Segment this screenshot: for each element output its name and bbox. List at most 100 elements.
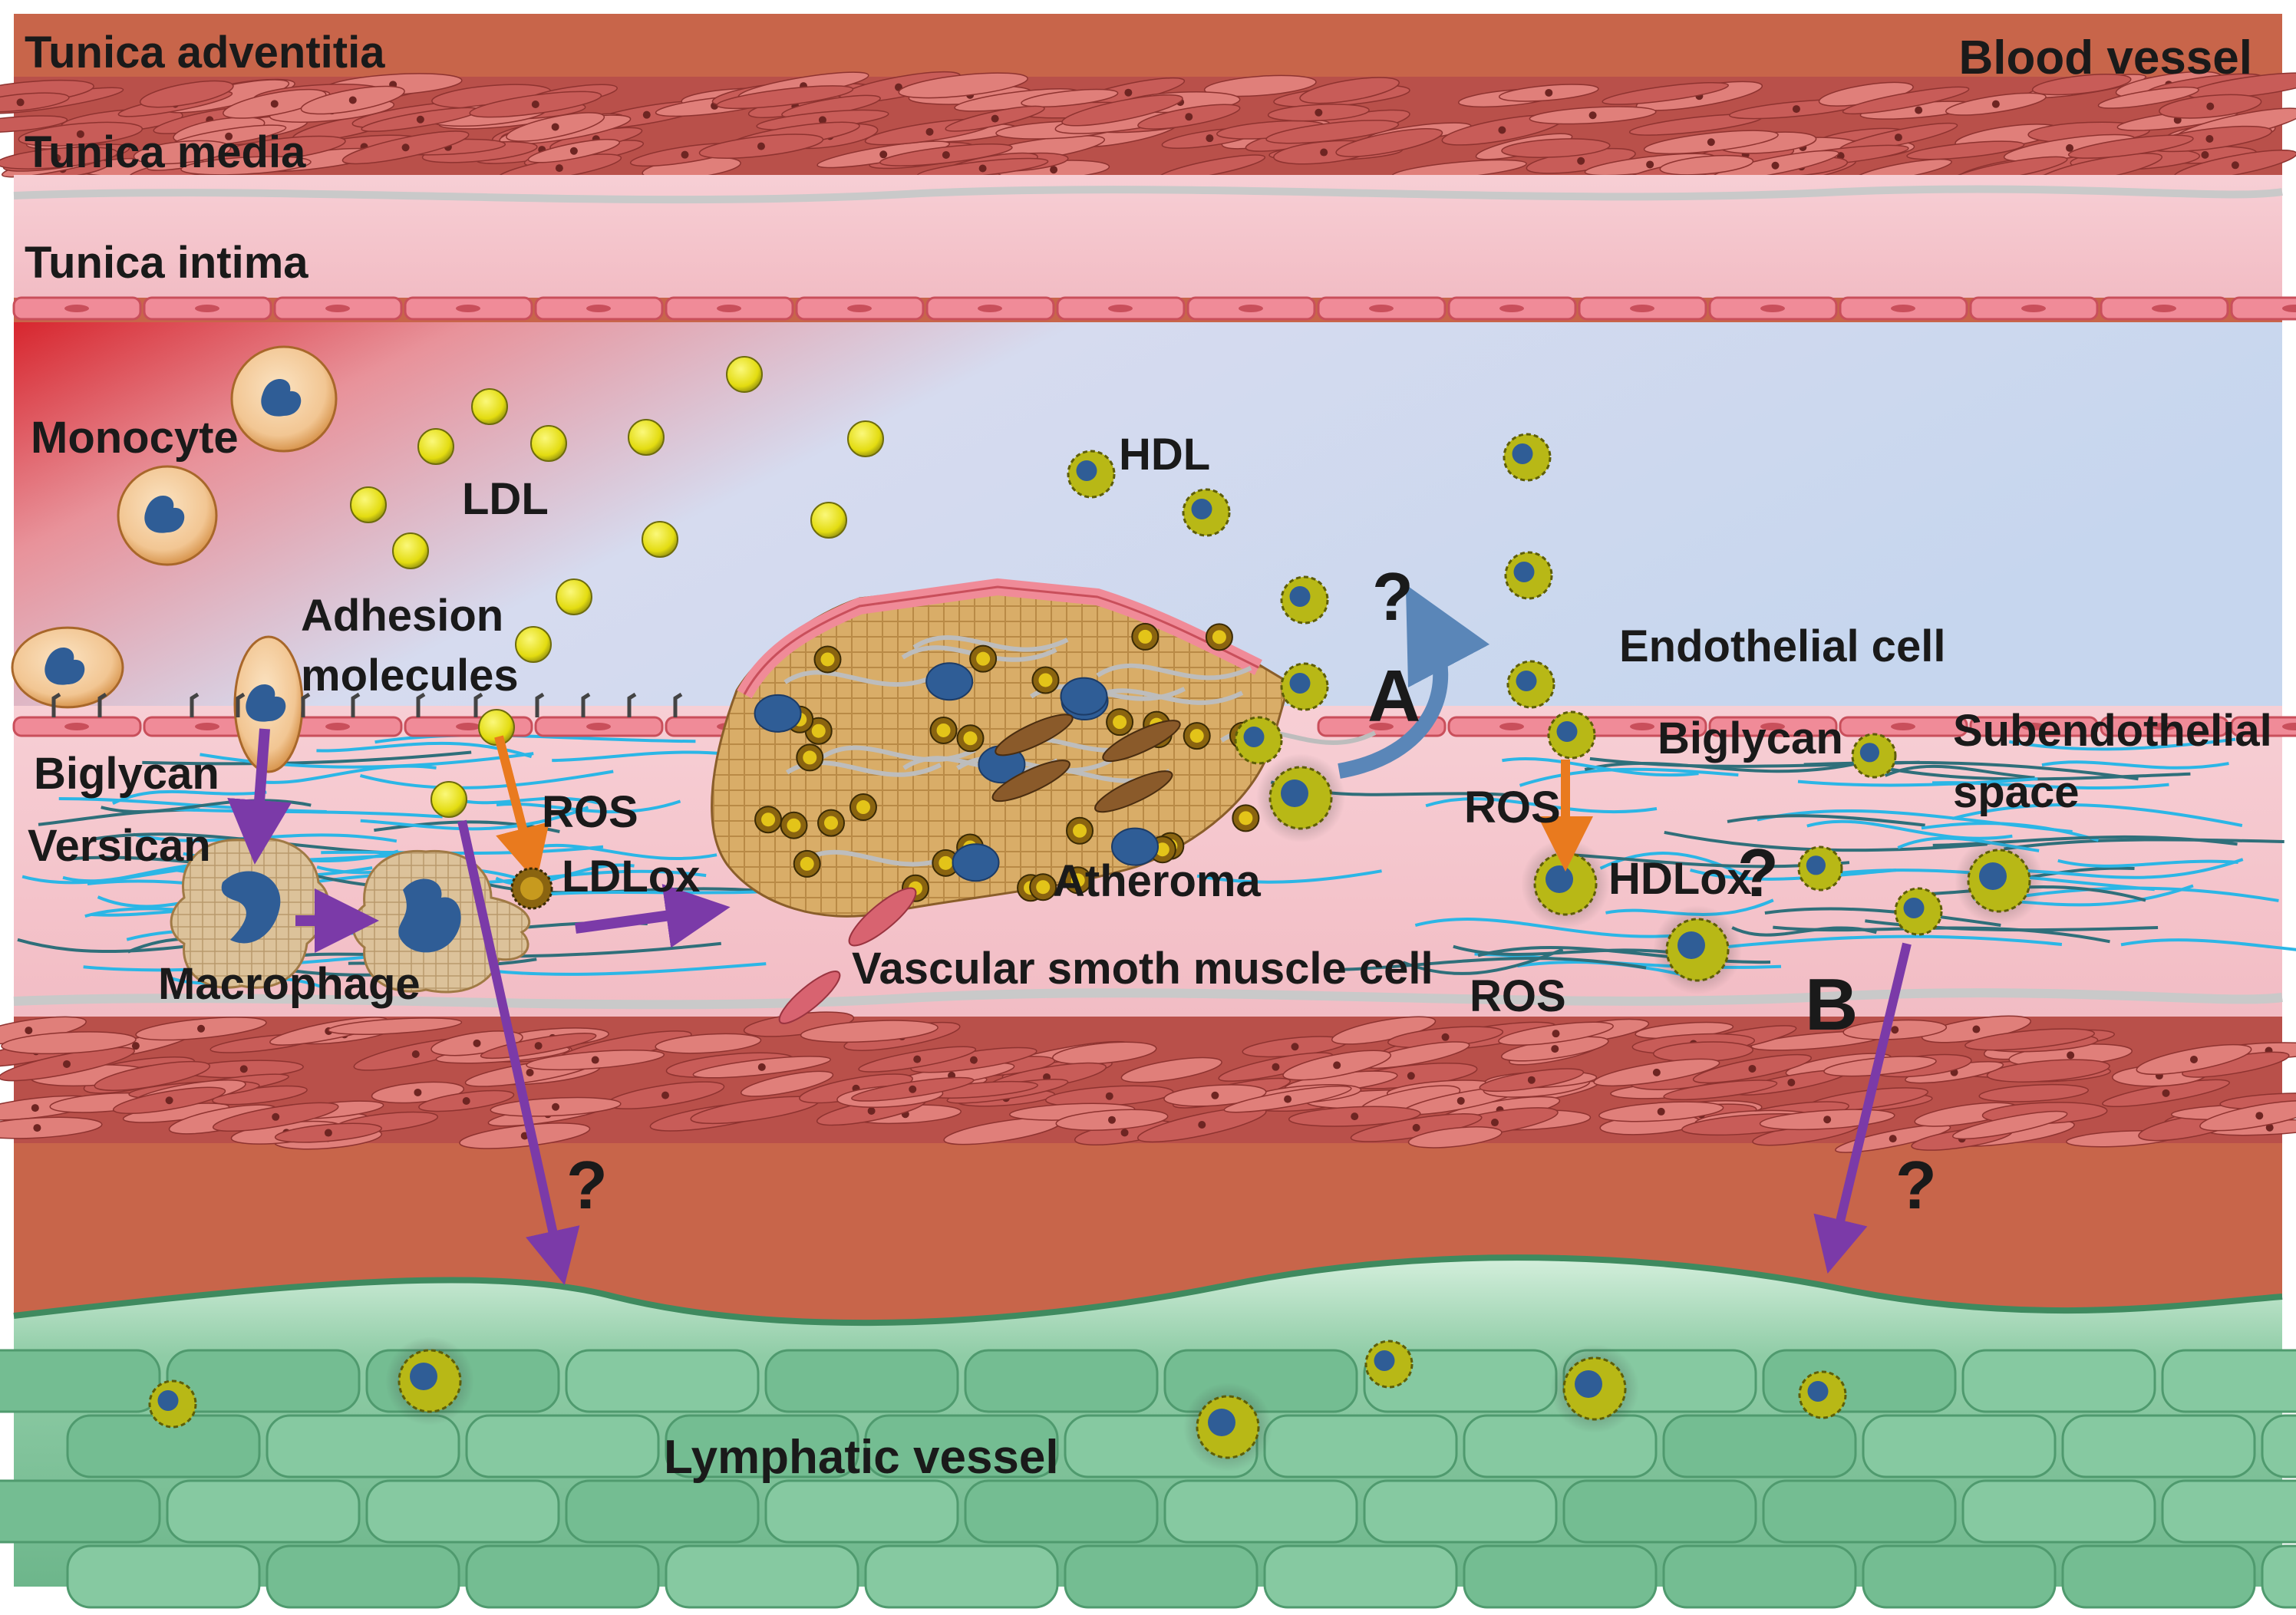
media-muscle-cell (1061, 94, 1183, 127)
media-cell-nucleus (53, 153, 61, 162)
hdl-core (1556, 721, 1578, 742)
media-cell-nucleus (25, 1027, 33, 1035)
label-subendothelial-line2: space (1953, 767, 2079, 817)
plaque-macrophage-nucleus (754, 694, 802, 733)
endothelial-nucleus (325, 305, 350, 312)
endothelial-nucleus (325, 723, 350, 730)
matrix-fiber (2057, 859, 2238, 868)
media-cell-nucleus (348, 96, 357, 104)
matrix-fiber (142, 750, 472, 766)
media-cell-nucleus (1108, 1116, 1117, 1124)
media-muscle-cell (1501, 138, 1611, 158)
lymphatic-cell (2061, 1414, 2256, 1478)
endothelial-nucleus (1108, 305, 1133, 312)
plaque-foam-core (800, 856, 814, 871)
lymphatic-cell (1862, 1544, 2057, 1609)
arrow-hdl-to-lymph (1813, 942, 1912, 1274)
label-vsmc: Vascular smoth muscle cell (852, 944, 1433, 994)
media-cell-nucleus (978, 164, 987, 173)
ldl-particle (810, 502, 847, 539)
media-cell-nucleus (1490, 1119, 1499, 1127)
macrophage-2 (351, 849, 530, 994)
plaque-foam-core (803, 750, 817, 765)
arrows (227, 584, 1912, 1286)
label-monocyte: Monocyte (31, 413, 239, 463)
adhesion-molecule (301, 692, 311, 717)
adhesion-molecule (97, 692, 107, 717)
media-cell-nucleus (1351, 1112, 1359, 1121)
media-cell-nucleus (1792, 105, 1800, 114)
lymphatic-cell (266, 1414, 460, 1478)
endothelial-nucleus (1369, 305, 1394, 312)
lymphatic-cell (465, 1414, 660, 1478)
matrix-fiber (527, 843, 718, 861)
media-cell-nucleus (131, 1042, 140, 1050)
matrix-fiber (1806, 819, 2013, 840)
label-adhesion-line2: molecules (301, 651, 519, 700)
media-cell-nucleus (1105, 1092, 1113, 1100)
plaque-foam-core (936, 723, 951, 737)
endothelial-nucleus (1499, 723, 1524, 730)
label-endothelial-cell: Endothelial cell (1619, 621, 1945, 671)
lymphatic-cell (2161, 1349, 2296, 1413)
ldl-particle (628, 419, 665, 456)
matrix-fiber (1519, 767, 1739, 787)
hdl-core (1208, 1409, 1235, 1436)
media-cell-nucleus (1588, 111, 1597, 120)
matrix-fiber (200, 752, 534, 769)
label-atheroma: Atheroma (1053, 856, 1261, 906)
media-cell-nucleus (534, 1042, 543, 1050)
endothelial-nucleus (1499, 305, 1524, 312)
media-muscle-cell (139, 80, 234, 108)
media-muscle-cell (1052, 1041, 1157, 1065)
matrix-fiber (112, 789, 267, 806)
hdl-core (1512, 443, 1533, 464)
matrix-fiber (1884, 764, 2035, 779)
media-cell-nucleus (462, 1097, 470, 1106)
hdl-core (1575, 1370, 1602, 1398)
lymphatic-cell (166, 1349, 361, 1413)
media-muscle-cell (180, 156, 312, 176)
hdl-core (1191, 499, 1212, 519)
lymphatic-cell (1961, 1479, 2156, 1544)
label-blood-vessel: Blood vessel (1959, 31, 2252, 84)
lymphatic-cell (1463, 1414, 1658, 1478)
lymphatic-cell (1762, 1479, 1957, 1544)
lymphatic-cell (1662, 1544, 1857, 1609)
endothelial-nucleus (978, 305, 1002, 312)
lymphatic-cell (1562, 1479, 1757, 1544)
media-cell-nucleus (757, 1063, 766, 1071)
media-cell-nucleus (1889, 1135, 1897, 1143)
plaque-smooth-muscle-cell (1094, 770, 1173, 813)
matrix-fiber (1425, 797, 1658, 814)
ldl-particles (350, 356, 884, 818)
hdl-core (1516, 671, 1537, 691)
adhesion-molecule (581, 692, 591, 717)
media-cell-nucleus (1894, 133, 1902, 142)
plaque-collagen-fiber (783, 670, 940, 687)
matrix-fiber (1764, 907, 2001, 927)
plaque-collagen-fiber (912, 634, 1069, 652)
media-cell-nucleus (2206, 102, 2215, 110)
matrix-fiber (1599, 852, 1748, 879)
media-cell-nucleus (1915, 106, 1923, 114)
media-cell-nucleus (1577, 157, 1585, 165)
hdl-particles (148, 433, 2044, 1472)
matrix-fiber (1453, 944, 1687, 956)
ldl-particle (417, 428, 454, 465)
media-cell-nucleus (411, 1050, 420, 1059)
media-cell-nucleus (642, 110, 651, 119)
endothelial-nucleus (195, 723, 219, 730)
media-cell-nucleus (818, 116, 826, 124)
plaque-foam-core (1036, 880, 1051, 895)
hdl-core (1374, 1350, 1395, 1371)
media-cell-nucleus (591, 1056, 599, 1064)
media-cell-nucleus (165, 1096, 173, 1105)
lymphatic-cell (764, 1479, 959, 1544)
media-muscle-cell (1964, 1028, 2095, 1051)
ldl-particle (847, 420, 884, 457)
media-cell-nucleus (2255, 1112, 2264, 1120)
adhesion-molecule (416, 692, 426, 717)
media-muscle-cell (1663, 1079, 1778, 1101)
matrix-fiber (1803, 760, 2139, 781)
